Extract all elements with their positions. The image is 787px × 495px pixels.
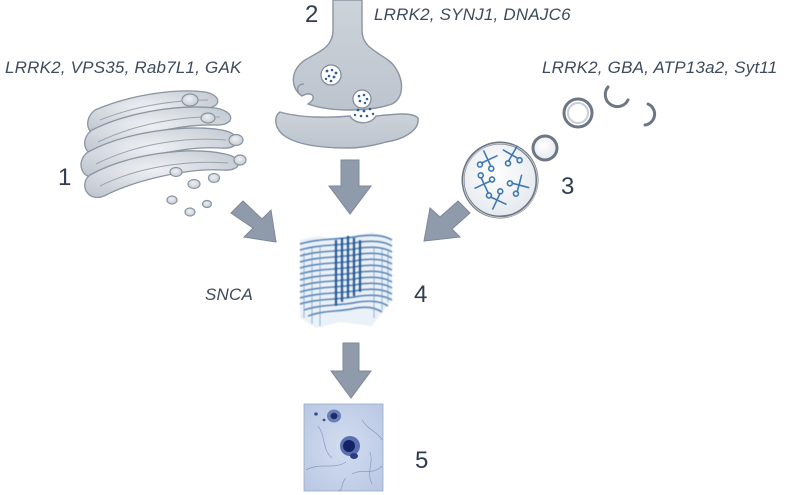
- lysosome-icon: [461, 85, 657, 219]
- panel-1-number: 1: [58, 164, 72, 191]
- lewy-body-micrograph: [303, 403, 384, 492]
- vesicle-dots: [324, 68, 338, 83]
- synapse-icon: [275, 0, 419, 149]
- arrow-golgi-to-fibril: [230, 200, 277, 243]
- panel-1-genes: LRRK2, VPS35, Rab7L1, GAK: [5, 58, 242, 77]
- scissors-icons: [474, 145, 530, 210]
- arrow-synapse-to-fibril: [328, 159, 372, 215]
- panel-3-number: 3: [561, 173, 575, 200]
- panel-4-genes: SNCA: [205, 285, 254, 304]
- panel-2-number: 2: [305, 1, 319, 28]
- arrows: [230, 159, 471, 399]
- arrow-lysosome-to-fibril: [423, 200, 471, 242]
- panel-3-genes: LRRK2, GBA, ATP13a2, Syt11: [542, 58, 778, 77]
- panel-5-number: 5: [415, 447, 429, 474]
- panel-4-number: 4: [414, 281, 428, 308]
- panel-2-genes: LRRK2, SYNJ1, DNAJC6: [374, 5, 571, 24]
- golgi-icon: [80, 90, 247, 217]
- arrow-fibril-to-lewy-body: [330, 342, 372, 399]
- fibril-icon: [299, 232, 393, 328]
